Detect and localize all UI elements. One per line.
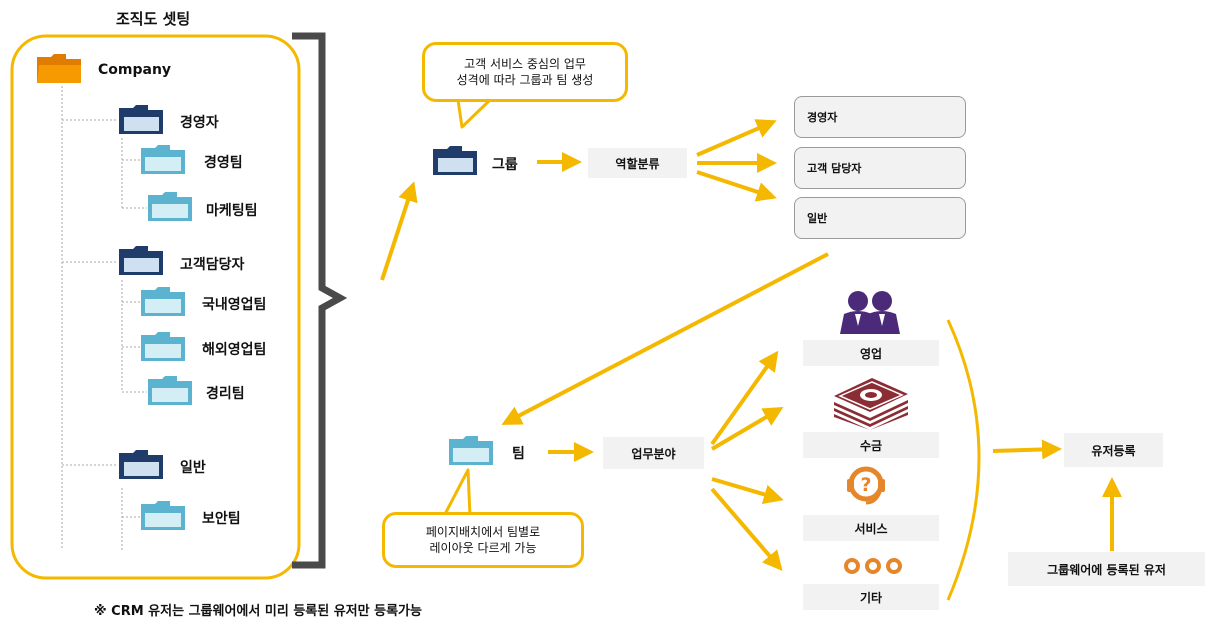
headset-question-icon: ? <box>847 466 885 505</box>
folder-icon <box>119 450 163 479</box>
area-box-other: 기타 <box>803 584 939 610</box>
footnote: ※ CRM 유저는 그룹웨어에서 미리 등록된 유저만 등록가능 <box>94 604 422 619</box>
folder-icon <box>433 146 477 175</box>
folder-icon <box>119 105 163 134</box>
tree-team-label[interactable]: 경리팀 <box>206 386 245 402</box>
tree-team-label[interactable]: 경영팀 <box>204 155 243 171</box>
role-box-customer-manager: 고객 담당자 <box>794 147 966 189</box>
area-box-collection: 수금 <box>803 432 939 458</box>
folder-icon <box>141 332 185 361</box>
tree-lines <box>61 86 147 550</box>
area-box-sales: 영업 <box>803 340 939 366</box>
folder-icon <box>148 376 192 405</box>
role-box-general: 일반 <box>794 197 966 239</box>
team-label: 팀 <box>512 446 525 462</box>
money-stack-icon <box>834 378 908 430</box>
folder-icon <box>37 54 81 83</box>
tree-bracket <box>292 32 348 569</box>
tree-team-label[interactable]: 마케팅팀 <box>206 203 258 219</box>
tree-group-label[interactable]: 일반 <box>180 460 206 476</box>
callout-line: 성격에 따라 그룹과 팀 생성 <box>456 73 594 87</box>
merge-curve <box>946 319 981 601</box>
folder-icon <box>148 192 192 221</box>
people-icon <box>840 291 900 334</box>
tree-group-label[interactable]: 고객담당자 <box>180 257 245 273</box>
callout-line: 레이아웃 다르게 가능 <box>429 541 537 555</box>
folder-icon <box>141 501 185 530</box>
tree-team-label[interactable]: 보안팀 <box>202 511 241 527</box>
folder-icon <box>449 436 493 465</box>
business-area-box: 업무분야 <box>603 437 704 469</box>
tree-group-label[interactable]: 경영자 <box>180 115 219 131</box>
tree-root-label[interactable]: Company <box>98 62 172 78</box>
folder-icon <box>141 287 185 316</box>
callout-line: 고객 서비스 중심의 업무 <box>464 57 586 71</box>
groupware-users-box: 그룹웨어에 등록된 유저 <box>1008 552 1205 586</box>
role-box-executive: 경영자 <box>794 96 966 138</box>
svg-text:?: ? <box>860 474 871 496</box>
flow-arrows <box>380 119 1122 572</box>
tree-team-label[interactable]: 국내영업팀 <box>202 297 267 313</box>
dots-icon <box>844 558 902 574</box>
folder-icon <box>141 145 185 174</box>
callout-line: 페이지배치에서 팀별로 <box>425 525 541 539</box>
folder-icon <box>119 246 163 275</box>
role-classification-box: 역할분류 <box>588 148 687 178</box>
user-registration-box: 유저등록 <box>1064 433 1163 467</box>
area-box-service: 서비스 <box>803 515 939 541</box>
diagram-title: 조직도 셋팅 <box>116 10 191 28</box>
callout-group: 고객 서비스 중심의 업무 성격에 따라 그룹과 팀 생성 <box>422 42 628 102</box>
tree-team-label[interactable]: 해외영업팀 <box>202 342 267 358</box>
callout-tail-group <box>456 98 492 129</box>
tree-container <box>10 34 301 580</box>
callout-team: 페이지배치에서 팀별로 레이아웃 다르게 가능 <box>382 512 584 568</box>
group-label: 그룹 <box>492 157 518 173</box>
callout-tail-team <box>442 468 472 517</box>
